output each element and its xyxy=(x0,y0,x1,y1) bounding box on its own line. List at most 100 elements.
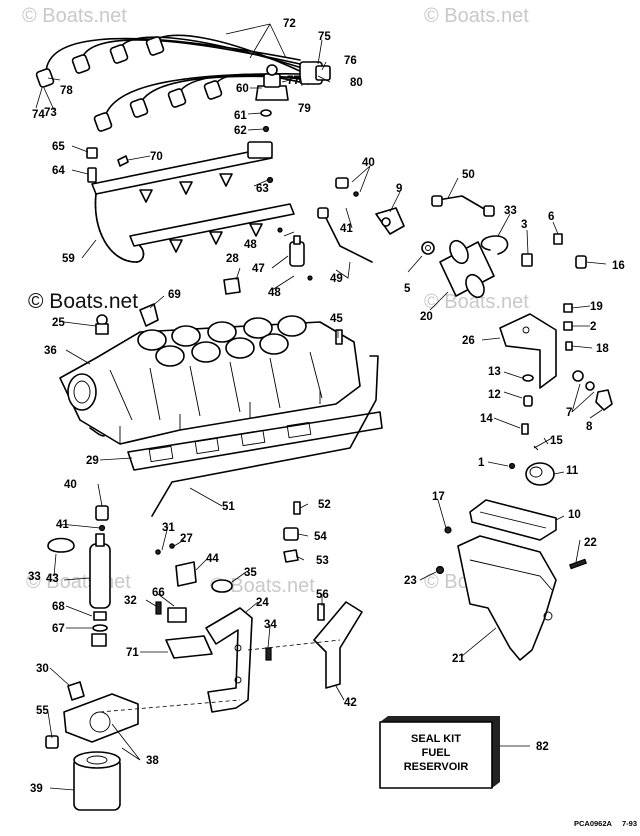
callout-21: 21 xyxy=(452,653,465,665)
reservoir-bracket xyxy=(499,303,613,486)
callout-16: 16 xyxy=(612,260,625,272)
fuel-lines xyxy=(317,177,495,263)
callout-61: 61 xyxy=(234,110,247,122)
callout-54: 54 xyxy=(314,531,327,543)
callout-25: 25 xyxy=(52,317,65,329)
callout-66: 66 xyxy=(152,587,165,599)
callout-6: 6 xyxy=(548,211,554,223)
callout-32: 32 xyxy=(124,595,137,607)
callout-17: 17 xyxy=(432,491,445,503)
callout-75: 75 xyxy=(318,31,331,43)
fuel-pump xyxy=(421,233,587,299)
fuel-pressure-regulator xyxy=(255,64,289,133)
callout-41: 41 xyxy=(340,223,353,235)
callout-numbers: 72 75 76 80 77 79 60 78 73 74 61 62 65 7… xyxy=(28,18,625,795)
callout-69: 69 xyxy=(168,289,181,301)
intake-manifold xyxy=(59,303,383,517)
kit-label-line2: FUEL xyxy=(422,747,451,759)
callout-64: 64 xyxy=(52,165,65,177)
callout-24: 24 xyxy=(256,597,269,609)
callout-33: 33 xyxy=(504,205,517,217)
watermark: © Boats.net xyxy=(424,5,529,27)
callout-26: 26 xyxy=(462,335,475,347)
callout-49: 49 xyxy=(330,273,343,285)
callout-52: 52 xyxy=(318,499,331,511)
callout-43: 43 xyxy=(46,573,59,585)
callout-11: 11 xyxy=(566,465,579,477)
callout-9: 9 xyxy=(396,183,402,195)
callout-7: 7 xyxy=(566,407,572,419)
fuel-rail-assembly xyxy=(86,141,295,263)
callout-35: 35 xyxy=(244,567,257,579)
callout-31: 31 xyxy=(162,522,175,534)
callout-34: 34 xyxy=(264,619,277,631)
callout-74: 74 xyxy=(32,109,45,121)
callout-65: 65 xyxy=(52,141,65,153)
callout-79: 79 xyxy=(298,103,311,115)
fuel-filter-assembly xyxy=(45,505,139,811)
watermark: © Boats.net xyxy=(424,291,529,313)
seal-kit-box: SEAL KIT FUEL RESERVOIR xyxy=(379,716,500,789)
callout-50: 50 xyxy=(462,169,475,181)
callout-1: 1 xyxy=(478,457,485,469)
callout-14: 14 xyxy=(480,413,493,425)
leader-lines xyxy=(35,23,607,791)
callout-56: 56 xyxy=(316,589,329,601)
kit-label-line1: SEAL KIT xyxy=(411,733,461,745)
callout-40: 40 xyxy=(362,157,375,169)
callout-2: 2 xyxy=(590,321,596,333)
callout-48: 48 xyxy=(244,239,257,251)
callout-59: 59 xyxy=(62,253,75,265)
callout-36: 36 xyxy=(44,345,57,357)
watermark: © Boats.net xyxy=(28,290,138,313)
spark-plug-wire-harness xyxy=(35,34,331,132)
callout-33: 33 xyxy=(28,571,41,583)
callout-82: 82 xyxy=(536,741,549,753)
callout-45: 45 xyxy=(330,313,343,325)
callout-23: 23 xyxy=(404,575,417,587)
callout-10: 10 xyxy=(568,509,581,521)
callout-40: 40 xyxy=(64,479,77,491)
lower-components xyxy=(99,501,363,713)
reservoir-cover-and-base xyxy=(435,499,587,661)
callout-3: 3 xyxy=(521,219,527,231)
callout-8: 8 xyxy=(586,421,593,433)
callout-80: 80 xyxy=(350,77,363,89)
callout-20: 20 xyxy=(420,311,433,323)
callout-19: 19 xyxy=(590,301,603,313)
watermark: © Boats.net xyxy=(26,571,131,593)
callout-73: 73 xyxy=(44,107,57,119)
callout-13: 13 xyxy=(488,366,501,378)
callout-5: 5 xyxy=(404,283,411,295)
callout-18: 18 xyxy=(596,343,609,355)
callout-39: 39 xyxy=(30,783,43,795)
callout-77: 77 xyxy=(287,75,300,87)
drawing-code: PCA0962A xyxy=(574,819,613,828)
callout-68: 68 xyxy=(52,601,65,613)
callout-42: 42 xyxy=(344,697,357,709)
callout-67: 67 xyxy=(52,623,65,635)
callout-62: 62 xyxy=(234,125,247,137)
callout-28: 28 xyxy=(226,253,239,265)
watermark: © Boats.net xyxy=(22,5,127,27)
callout-55: 55 xyxy=(36,705,49,717)
kit-label-line3: RESERVOIR xyxy=(404,761,469,773)
callout-60: 60 xyxy=(236,83,249,95)
callout-51: 51 xyxy=(222,501,235,513)
callout-47: 47 xyxy=(252,263,265,275)
fuel-injector xyxy=(223,227,313,295)
callout-30: 30 xyxy=(36,663,49,675)
callout-71: 71 xyxy=(126,647,139,659)
callout-44: 44 xyxy=(206,553,219,565)
callout-48: 48 xyxy=(268,287,281,299)
callout-78: 78 xyxy=(60,85,73,97)
callout-15: 15 xyxy=(550,435,563,447)
callout-72: 72 xyxy=(283,18,296,30)
callout-22: 22 xyxy=(584,537,597,549)
callout-27: 27 xyxy=(180,533,193,545)
callout-53: 53 xyxy=(316,555,329,567)
callout-41: 41 xyxy=(56,519,69,531)
callout-29: 29 xyxy=(86,455,99,467)
callout-76: 76 xyxy=(344,55,357,67)
